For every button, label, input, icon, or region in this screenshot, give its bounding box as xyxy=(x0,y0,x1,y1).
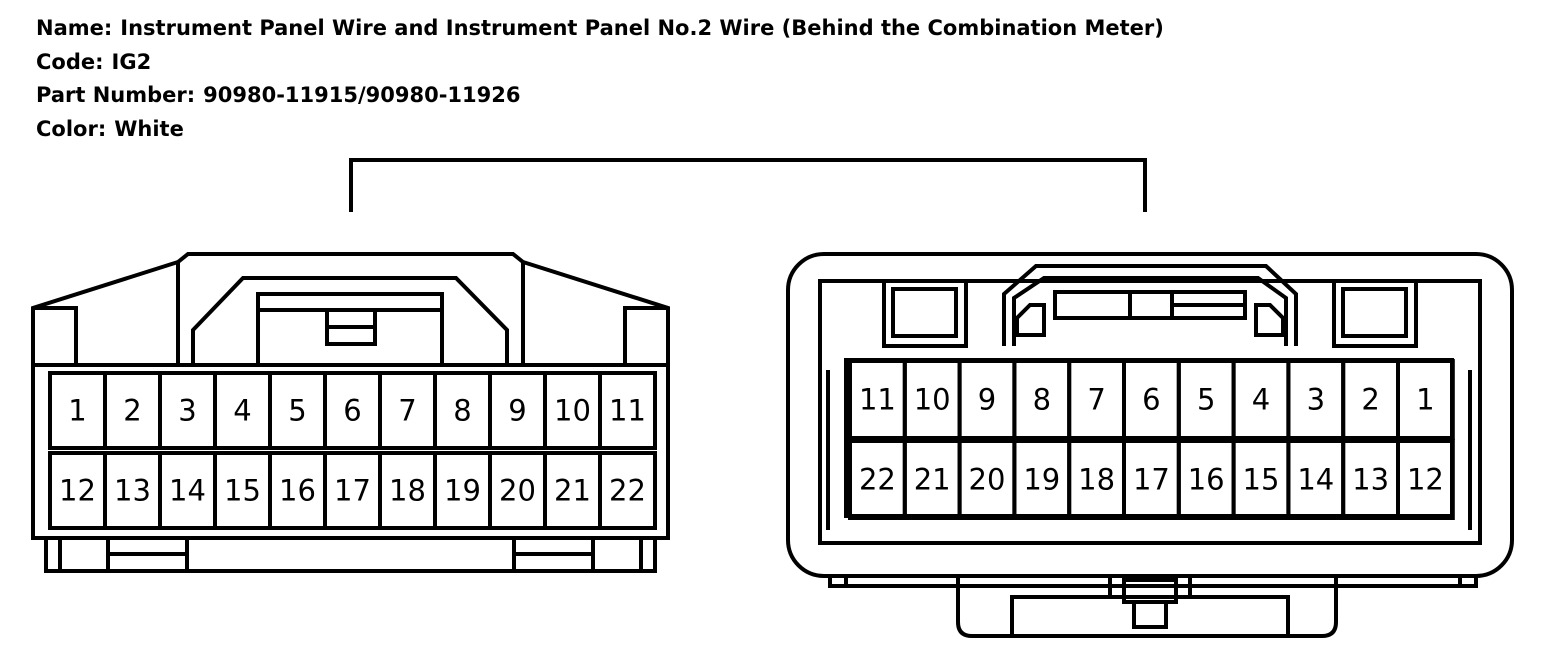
female-connector-bottom-flange xyxy=(828,576,1478,588)
male-connector-base xyxy=(44,536,657,573)
female-connector-left-guide xyxy=(882,281,968,348)
female-pin-label-7: 7 xyxy=(1087,383,1105,417)
color-value: White xyxy=(114,116,184,141)
name-row: Name: Instrument Panel Wire and Instrumen… xyxy=(36,12,1164,46)
part-number-value: 90980-11915/90980-11926 xyxy=(203,83,521,107)
connector-info: Name: Instrument Panel Wire and Instrumen… xyxy=(36,12,1164,146)
female-pin-label-21: 21 xyxy=(914,463,951,497)
male-pin-label-1: 1 xyxy=(68,394,86,428)
female-pin-label-16: 16 xyxy=(1188,463,1225,497)
female-pin-label-8: 8 xyxy=(1033,383,1051,417)
female-pin-label-17: 17 xyxy=(1133,463,1170,497)
male-pin-label-13: 13 xyxy=(114,474,151,508)
name-value: Instrument Panel Wire and Instrument Pan… xyxy=(120,16,1164,40)
male-connector-right-ear xyxy=(623,306,668,365)
male-pin-label-18: 18 xyxy=(389,474,426,508)
female-pin-label-22: 22 xyxy=(859,463,896,497)
male-pin-label-4: 4 xyxy=(233,394,251,428)
male-pin-label-22: 22 xyxy=(609,474,646,508)
female-pin-label-18: 18 xyxy=(1078,463,1115,497)
male-connector-lock-window-inner xyxy=(256,310,444,365)
female-connector-inner-housing xyxy=(818,279,1482,545)
female-pin-cell-1 xyxy=(1396,359,1455,440)
name-label: Name: xyxy=(36,16,113,40)
male-pin-label-21: 21 xyxy=(554,474,591,508)
female-pin-label-12: 12 xyxy=(1407,463,1444,497)
male-pin-cell-11 xyxy=(598,371,657,450)
female-pin-label-10: 10 xyxy=(914,383,951,417)
code-row: Code: IG2 xyxy=(36,46,1164,80)
female-pin-label-14: 14 xyxy=(1297,463,1334,497)
male-pin-label-14: 14 xyxy=(169,474,206,508)
female-pin-label-5: 5 xyxy=(1197,383,1215,417)
female-pin-label-4: 4 xyxy=(1252,383,1270,417)
male-connector-lock-window xyxy=(256,292,444,312)
female-pin-label-3: 3 xyxy=(1307,383,1325,417)
male-pin-label-12: 12 xyxy=(59,474,96,508)
female-connector-lock-arch-inner xyxy=(1012,276,1288,346)
female-pin-cell-12 xyxy=(1396,439,1455,520)
male-connector-outer-shell xyxy=(31,252,670,365)
male-pin-label-9: 9 xyxy=(508,394,526,428)
female-pin-label-19: 19 xyxy=(1023,463,1060,497)
female-connector-outer-shell xyxy=(786,252,1514,578)
part-number-row: Part Number: 90980-11915/90980-11926 xyxy=(36,79,1164,113)
female-connector-latch-housing xyxy=(956,576,1338,638)
female-pin-label-6: 6 xyxy=(1142,383,1160,417)
part-number-label: Part Number: xyxy=(36,83,196,107)
male-pin-cell-22 xyxy=(598,451,657,530)
female-pin-label-13: 13 xyxy=(1352,463,1389,497)
female-connector-left-window xyxy=(891,287,958,338)
male-pin-label-17: 17 xyxy=(334,474,371,508)
male-pin-label-16: 16 xyxy=(279,474,316,508)
male-pin-label-2: 2 xyxy=(123,394,141,428)
female-connector-right-latch-slot xyxy=(1254,303,1285,337)
female-pin-label-9: 9 xyxy=(978,383,996,417)
female-pin-label-15: 15 xyxy=(1243,463,1280,497)
male-pin-label-11: 11 xyxy=(609,394,646,428)
color-row: Color: White xyxy=(36,113,1164,147)
code-value: IG2 xyxy=(111,49,152,74)
female-pin-label-2: 2 xyxy=(1361,383,1379,417)
male-pin-label-3: 3 xyxy=(178,394,196,428)
male-pin-label-7: 7 xyxy=(398,394,416,428)
male-pin-label-5: 5 xyxy=(288,394,306,428)
female-connector-lock-arch xyxy=(1002,264,1298,346)
male-pin-label-8: 8 xyxy=(453,394,471,428)
female-connector-right-window xyxy=(1341,287,1408,338)
female-pin-label-20: 20 xyxy=(969,463,1006,497)
male-pin-label-6: 6 xyxy=(343,394,361,428)
male-connector-base-details xyxy=(58,538,643,571)
male-connector-lock-housing xyxy=(176,262,525,365)
female-connector-left-latch-slot xyxy=(1015,303,1046,337)
female-pin-label-1: 1 xyxy=(1416,383,1434,417)
female-connector-right-guide xyxy=(1332,281,1418,348)
male-pin-label-10: 10 xyxy=(554,394,591,428)
female-pin-label-11: 11 xyxy=(859,383,896,417)
male-pin-label-20: 20 xyxy=(499,474,536,508)
female-connector-latch-rail xyxy=(1010,576,1290,636)
male-pin-label-15: 15 xyxy=(224,474,261,508)
code-label: Code: xyxy=(36,49,104,74)
male-pin-label-19: 19 xyxy=(444,474,481,508)
male-connector-left-ear xyxy=(33,306,78,365)
pairing-bracket xyxy=(349,158,1147,212)
female-connector-latch-tab-stem xyxy=(1132,600,1168,629)
female-connector-lock-bar xyxy=(1053,290,1247,320)
color-label: Color: xyxy=(36,116,107,141)
